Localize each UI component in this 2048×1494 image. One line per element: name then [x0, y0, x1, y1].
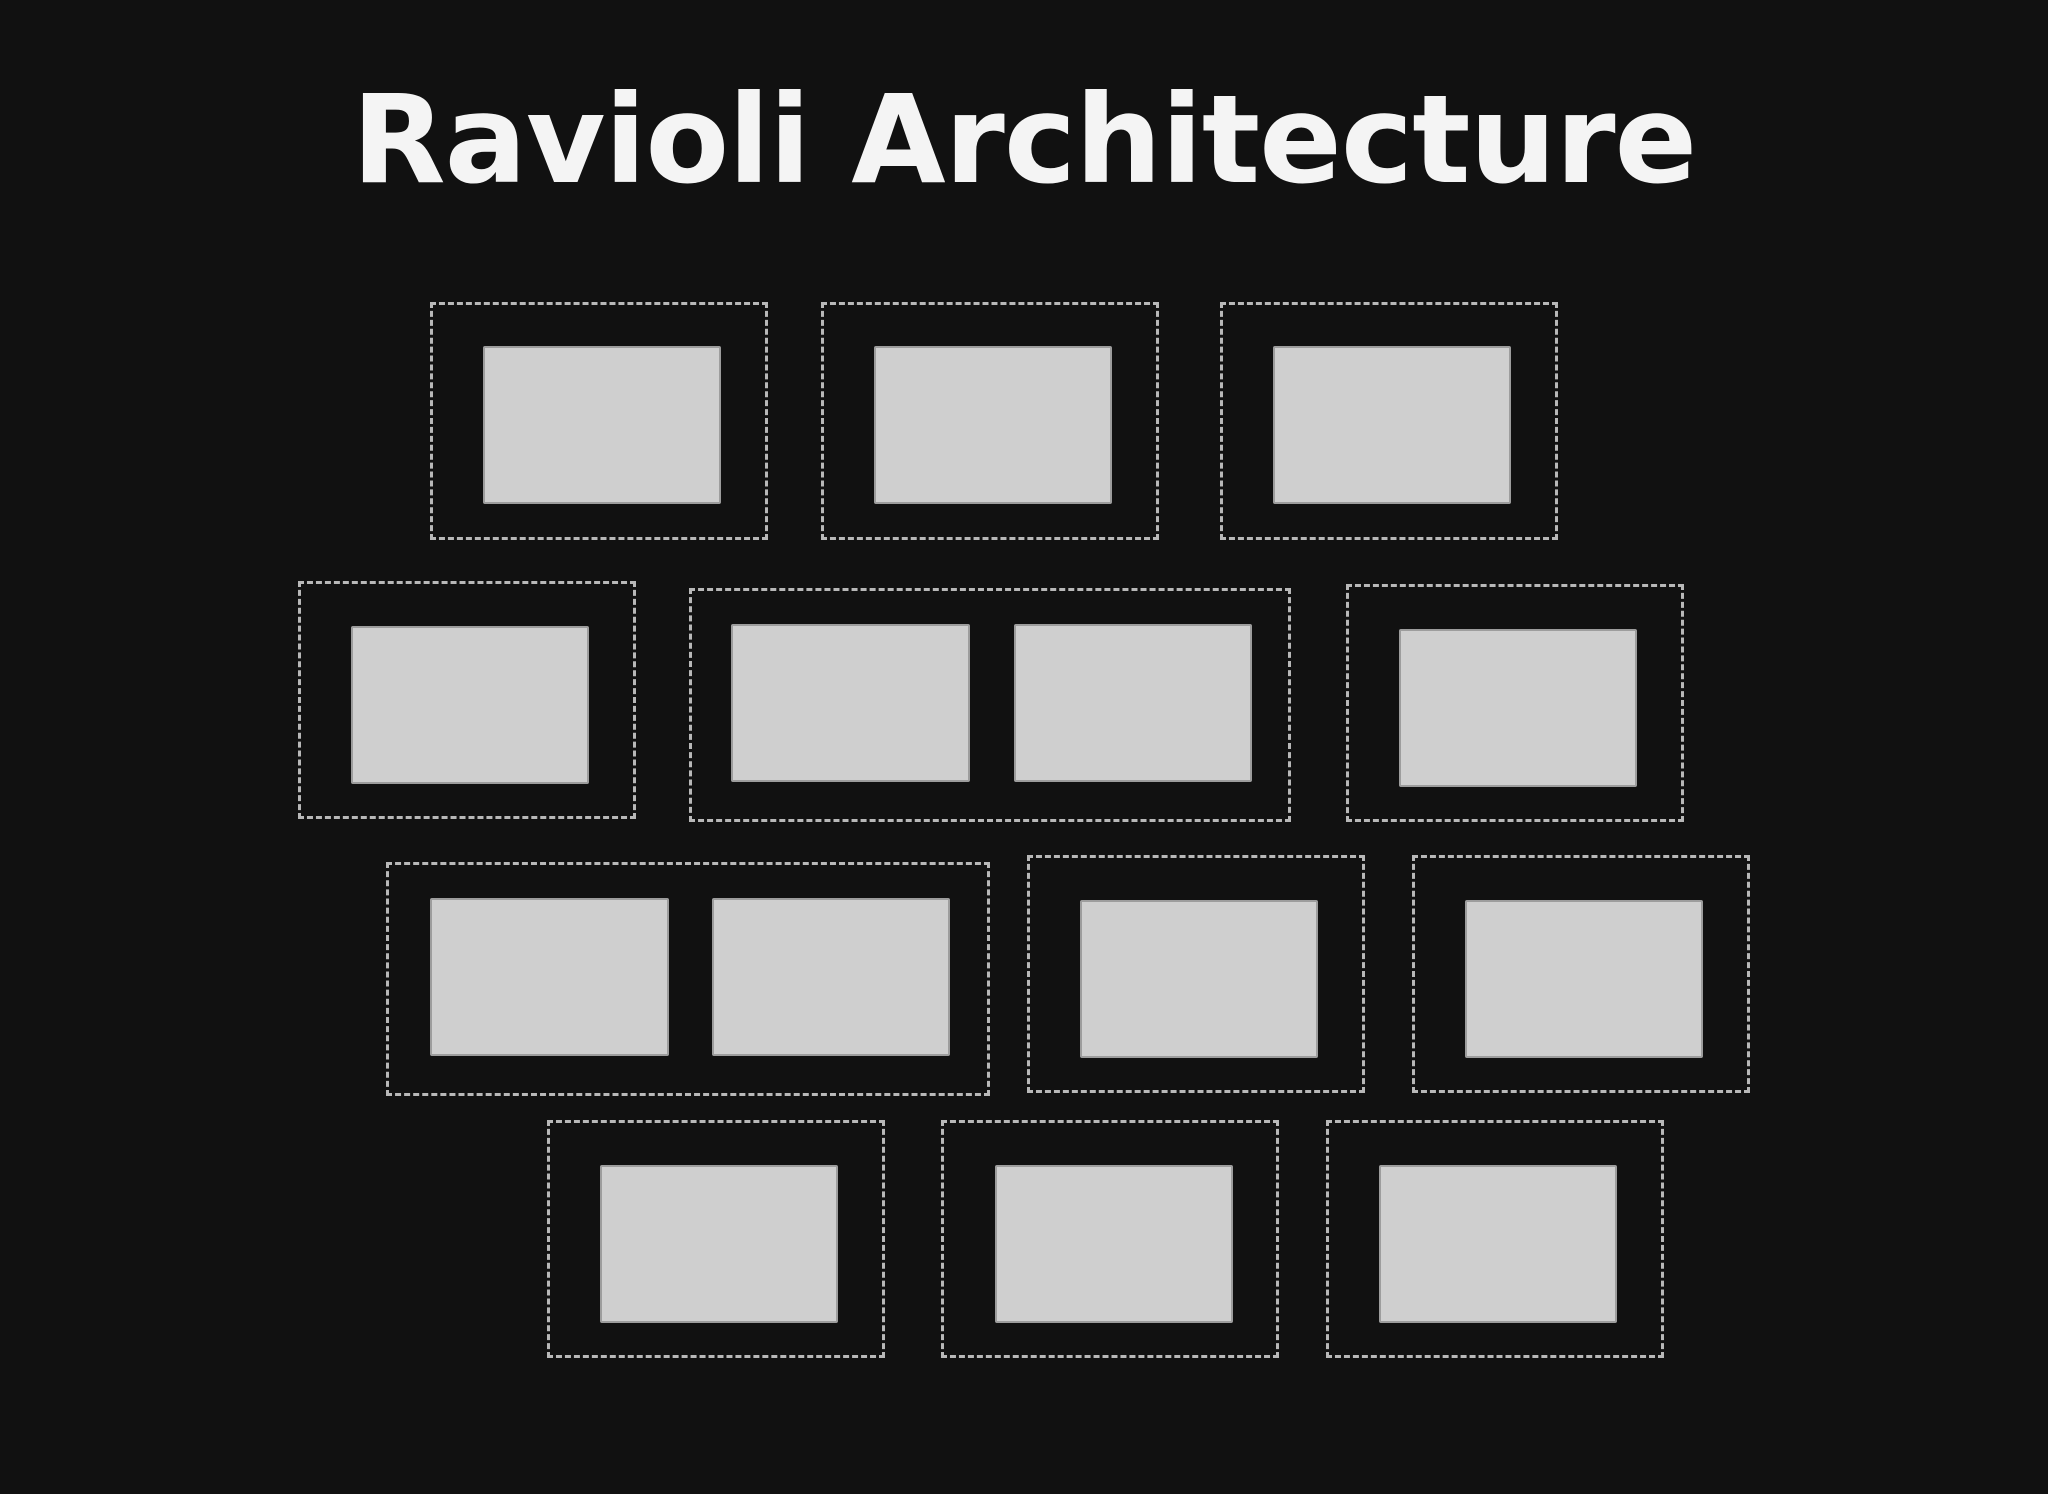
component-box	[483, 346, 721, 504]
diagram-title: Ravioli Architecture	[351, 69, 1698, 211]
component-box	[1399, 629, 1637, 787]
ravioli-container	[1346, 584, 1684, 822]
component-box	[351, 626, 589, 784]
component-box	[430, 898, 669, 1056]
ravioli-container	[298, 581, 636, 819]
ravioli-container	[430, 302, 768, 540]
component-box	[874, 346, 1112, 504]
ravioli-container	[1412, 855, 1750, 1093]
ravioli-container	[1220, 302, 1558, 540]
component-box	[712, 898, 950, 1056]
component-box	[995, 1165, 1233, 1323]
ravioli-container	[821, 302, 1159, 540]
component-box	[1014, 624, 1252, 782]
component-box	[1273, 346, 1511, 504]
ravioli-container	[941, 1120, 1279, 1358]
component-box	[1080, 900, 1318, 1058]
component-box	[1379, 1165, 1617, 1323]
ravioli-container	[547, 1120, 885, 1358]
ravioli-container	[1027, 855, 1365, 1093]
component-box	[600, 1165, 838, 1323]
component-box	[1465, 900, 1703, 1058]
ravioli-container	[689, 588, 1291, 822]
ravioli-container	[386, 862, 990, 1096]
ravioli-container	[1326, 1120, 1664, 1358]
component-box	[731, 624, 970, 782]
